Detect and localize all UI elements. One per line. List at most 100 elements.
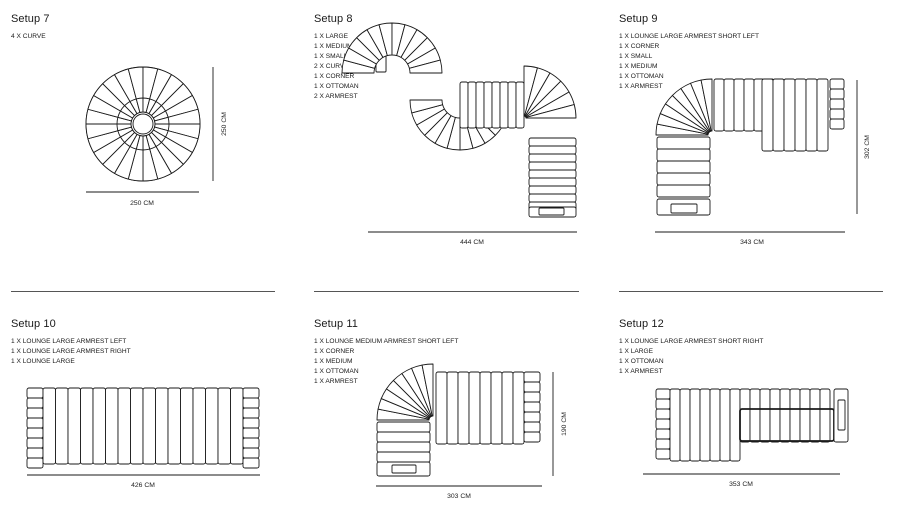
seat-module xyxy=(799,388,811,443)
setup-9-width-label: 343 CM xyxy=(740,239,764,246)
seat-module xyxy=(376,421,431,433)
seat-module xyxy=(459,81,469,129)
seat-module xyxy=(475,81,485,129)
setup-item: 1 X OTTOMAN xyxy=(314,368,359,375)
lounge-module xyxy=(501,371,514,445)
seat-module xyxy=(528,177,577,187)
armrest-module xyxy=(26,397,44,409)
seat-module xyxy=(723,78,735,132)
seat-module xyxy=(656,172,711,186)
seat-module xyxy=(713,78,725,132)
seat-module xyxy=(528,193,577,203)
armrest-module xyxy=(523,371,541,383)
lounge-module xyxy=(669,388,681,462)
setup-12-title: Setup 12 xyxy=(619,318,664,330)
armrest-module xyxy=(523,401,541,413)
curve-segment xyxy=(408,59,443,74)
setup-12-plan xyxy=(655,388,849,462)
seat-module xyxy=(507,81,517,129)
setup-item: 1 X CORNER xyxy=(619,43,660,50)
seat-module xyxy=(376,431,431,443)
setup-7-plan xyxy=(85,66,201,182)
lounge-module xyxy=(794,78,807,152)
seat-module xyxy=(491,81,501,129)
setup-11-width-label: 303 CM xyxy=(447,493,471,500)
lounge-module xyxy=(457,371,470,445)
armrest-module xyxy=(26,447,44,459)
lounge-module xyxy=(783,78,796,152)
setup-11-plan xyxy=(376,363,541,477)
seat-module xyxy=(528,161,577,171)
seat-module xyxy=(515,81,525,129)
setup-item: 1 X LOUNGE LARGE ARMREST SHORT RIGHT xyxy=(619,338,764,345)
seat-module xyxy=(528,145,577,155)
corner-segment xyxy=(421,363,434,417)
armrest-module xyxy=(829,98,845,110)
seat-module xyxy=(483,81,493,129)
divider xyxy=(11,291,275,292)
setup-9-depth-label: 302 CM xyxy=(864,135,871,159)
lounge-module xyxy=(117,387,131,465)
armrest-module xyxy=(26,387,44,399)
lounge-module xyxy=(192,387,206,465)
setup-item: 1 X LARGE xyxy=(619,348,654,355)
seat-module xyxy=(733,78,745,132)
lounge-module xyxy=(719,388,731,462)
lounge-module xyxy=(479,371,492,445)
seat-module xyxy=(819,388,831,443)
seat-module xyxy=(528,153,577,163)
lounge-module xyxy=(816,78,829,152)
setup-item: 1 X MEDIUM xyxy=(314,358,353,365)
armrest-module xyxy=(655,398,671,410)
seat-module xyxy=(759,388,771,443)
armrest-module xyxy=(242,437,260,449)
armrest-module xyxy=(829,88,845,100)
armrest-module xyxy=(655,388,671,400)
setup-10-items: 1 X LOUNGE LARGE ARMREST LEFT 1 X LOUNGE… xyxy=(11,337,131,367)
setup-10-plan xyxy=(26,387,260,469)
lounge-module xyxy=(709,388,721,462)
seat-module xyxy=(467,81,477,129)
armrest xyxy=(538,207,565,216)
seat-module xyxy=(528,137,577,147)
lounge-module xyxy=(42,387,56,465)
armrest-module xyxy=(655,408,671,420)
setup-9-title: Setup 9 xyxy=(619,13,658,25)
armrest-module xyxy=(242,387,260,399)
setup-8-items: 1 X LARGE 1 X MEDIUM 1 X SMALL 2 X CURVE… xyxy=(314,32,359,102)
setup-item: 1 X LOUNGE LARGE ARMREST LEFT xyxy=(11,338,127,345)
armrest-module xyxy=(242,457,260,469)
setup-item: 1 X LOUNGE LARGE xyxy=(11,358,75,365)
armrest-module xyxy=(523,381,541,393)
seat-module xyxy=(376,451,431,463)
lounge-module xyxy=(689,388,701,462)
lounge-module xyxy=(130,387,144,465)
armrest-module xyxy=(242,407,260,419)
setup-item: 1 X OTTOMAN xyxy=(619,358,664,365)
seat-module xyxy=(528,169,577,179)
setup-item: 1 X OTTOMAN xyxy=(314,83,359,90)
lounge-module xyxy=(435,371,448,445)
setup-12-items: 1 X LOUNGE LARGE ARMREST SHORT RIGHT 1 X… xyxy=(619,337,763,377)
armrest-module xyxy=(26,407,44,419)
seat-module xyxy=(528,185,577,195)
divider xyxy=(619,291,883,292)
seat-module xyxy=(739,388,751,443)
seat-module xyxy=(743,78,755,132)
lounge-module xyxy=(805,78,818,152)
setup-12-width-label: 353 CM xyxy=(729,481,753,488)
setup-item: 2 X CURVE xyxy=(314,63,349,70)
setup-item: 1 X LOUNGE MEDIUM ARMREST SHORT LEFT xyxy=(314,338,459,345)
armrest-module xyxy=(829,78,845,90)
lounge-module xyxy=(105,387,119,465)
lounge-module xyxy=(761,78,774,152)
setup-item: 1 X SMALL xyxy=(314,53,348,60)
seat-module xyxy=(749,388,761,443)
seat-module xyxy=(779,388,791,443)
lounge-module xyxy=(80,387,94,465)
armrest-module xyxy=(26,417,44,429)
seat-module xyxy=(656,148,711,162)
setup-7-width-label: 250 CM xyxy=(130,200,154,207)
lounge-module xyxy=(167,387,181,465)
setup-11-title: Setup 11 xyxy=(314,318,359,330)
